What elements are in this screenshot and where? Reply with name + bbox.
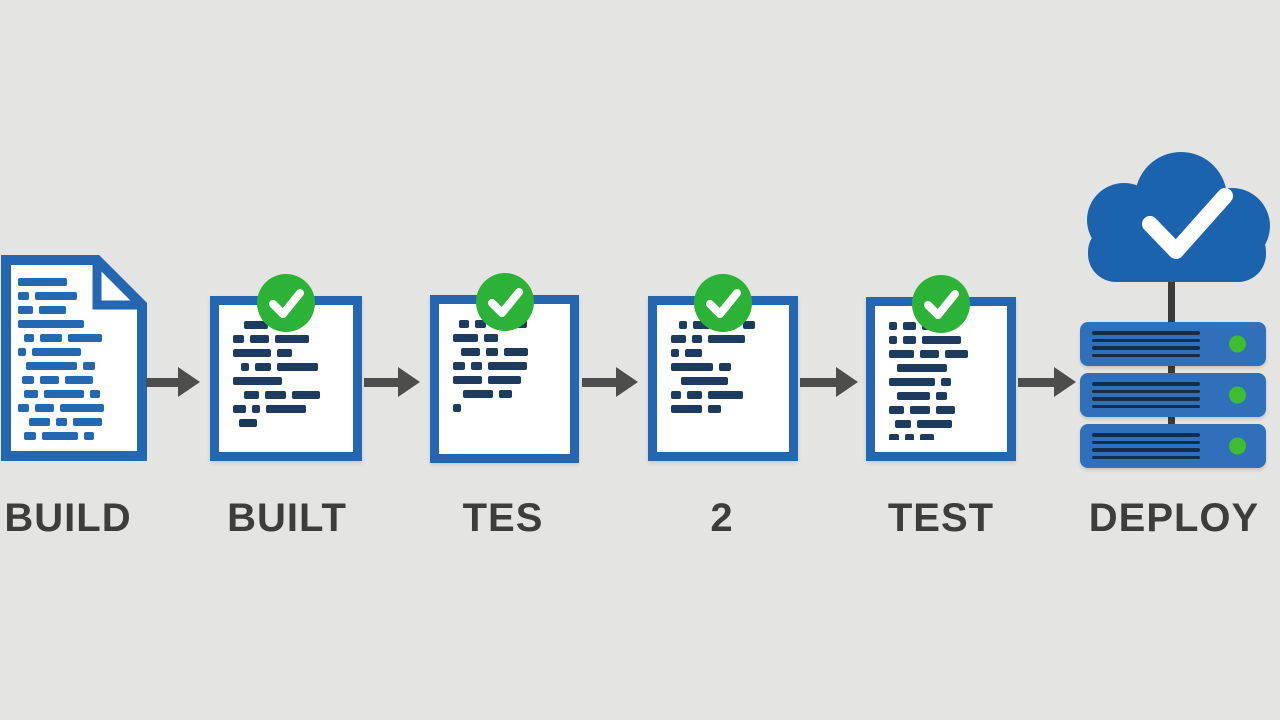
- check-badge-icon: [257, 274, 315, 332]
- document-text-lines: [889, 322, 993, 440]
- stage-label-test: TEST: [887, 496, 995, 540]
- arrow-shaft: [800, 377, 836, 387]
- arrow-shaft: [1018, 377, 1054, 387]
- arrow-head: [178, 367, 200, 397]
- server-vents: [1092, 331, 1200, 357]
- document-check-icon: [648, 274, 798, 461]
- document-text-lines: [453, 320, 556, 442]
- arrow-head: [836, 367, 858, 397]
- server-unit: [1080, 424, 1266, 468]
- flow-arrow-icon: [582, 367, 638, 397]
- server-led: [1229, 437, 1246, 455]
- flow-arrow-icon: [800, 367, 858, 397]
- cloud-checkmark: [1142, 188, 1233, 259]
- server-led: [1229, 386, 1246, 404]
- flow-arrow-icon: [146, 367, 200, 397]
- server-vents: [1092, 433, 1200, 459]
- stage-label-2: 2: [710, 496, 734, 540]
- stage-label-built: BUILT: [227, 496, 347, 540]
- flow-arrow-icon: [1018, 367, 1076, 397]
- arrow-head: [398, 367, 420, 397]
- document-check-icon: [430, 273, 579, 463]
- server-unit: [1080, 373, 1266, 417]
- document-text-lines: [18, 278, 124, 444]
- stage-label-build: BUILD: [4, 496, 132, 540]
- document-icon: [0, 254, 148, 462]
- flow-arrow-icon: [364, 367, 420, 397]
- arrow-shaft: [582, 377, 616, 387]
- check-badge-icon: [694, 274, 752, 332]
- check-badge-icon: [475, 273, 534, 331]
- server-led: [1229, 335, 1246, 353]
- server-vents: [1092, 382, 1200, 408]
- cloud-check-icon: [1087, 152, 1270, 282]
- document-text-lines: [233, 321, 339, 440]
- stage-label-deploy: DEPLOY: [1088, 496, 1260, 540]
- check-badge-icon: [912, 275, 970, 333]
- arrow-head: [616, 367, 638, 397]
- document-check-icon: [866, 275, 1016, 461]
- server-rack-icon: [1080, 322, 1266, 475]
- arrow-shaft: [146, 377, 178, 387]
- server-unit: [1080, 322, 1266, 366]
- arrow-head: [1054, 367, 1076, 397]
- document-text-lines: [671, 321, 775, 440]
- arrow-shaft: [364, 377, 398, 387]
- document-check-icon: [210, 274, 362, 461]
- stage-label-tes: TES: [462, 496, 544, 540]
